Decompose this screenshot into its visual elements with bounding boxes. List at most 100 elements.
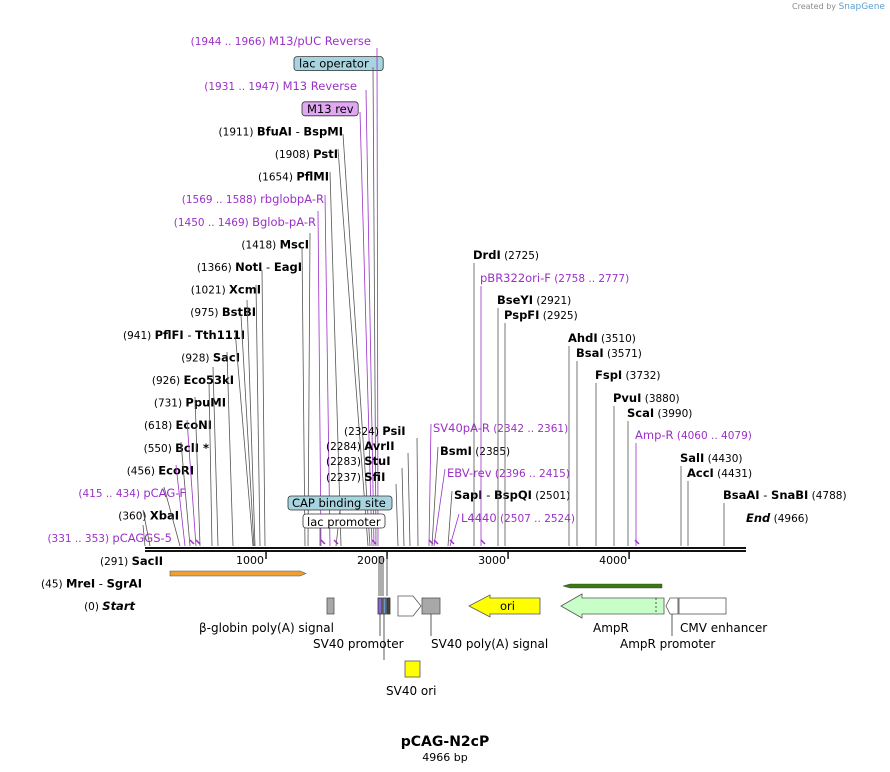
dash: -	[292, 124, 303, 138]
enzyme-label-xcmi: (1021) XcmI	[191, 283, 261, 297]
primer-label-pcaggs: (331 .. 353) pCAGGS-5	[47, 531, 172, 545]
site-position: (1418)	[241, 239, 279, 251]
primer-range: (1450 .. 1469)	[174, 217, 252, 229]
connector-xcmi	[261, 269, 266, 547]
primer-label-pcagf: (415 .. 434) pCAG-F	[78, 486, 186, 500]
enzyme-label-ecori: (456) EcoRI	[127, 463, 194, 477]
connector-saci	[240, 314, 255, 547]
enzyme-label-pvui: PvuI (3880)	[613, 391, 680, 405]
site-position: (3990)	[654, 408, 692, 420]
feature-sv40polya	[421, 597, 441, 615]
enzyme-label-pflmi: (1654) PflMI	[258, 170, 329, 184]
site-name: BclI *	[175, 441, 209, 455]
site-name: SalI	[680, 451, 704, 465]
enzyme-label-econi: (618) EcoNI	[144, 418, 212, 432]
site-name: PvuI	[613, 391, 641, 405]
dash: -	[483, 488, 494, 502]
site-name: XbaI	[150, 509, 179, 523]
connector-bcli	[208, 381, 213, 547]
axis-tick-label: 1000	[236, 554, 264, 567]
primer-name: rbglobpA-R	[260, 192, 324, 206]
ampr-top-arrow	[562, 583, 663, 589]
axis-tick-label: 3000	[478, 554, 506, 567]
primer-range: (1569 .. 1588)	[182, 194, 260, 206]
connector-msci	[307, 232, 311, 547]
site-position: (731)	[154, 398, 186, 410]
enzyme-label-msci: (1418) MscI	[241, 237, 309, 251]
site-name: SacI	[213, 350, 240, 364]
connector-ebv	[433, 468, 446, 547]
connector-xbai	[180, 441, 191, 547]
site-name: SV40pA-R	[433, 421, 490, 435]
site-name: SapI	[454, 488, 483, 502]
site-position: (3571)	[604, 348, 642, 360]
site-name: SacII	[132, 554, 163, 568]
connector-bfuai	[342, 133, 371, 547]
site-position: (1654)	[258, 172, 296, 184]
primer-name: pCAG-F	[143, 486, 186, 500]
dash: -	[184, 328, 195, 342]
enzyme-label-bstbi: (975) BstBI	[190, 305, 256, 319]
site-position: (3732)	[622, 370, 660, 382]
site-name: EBV-rev	[447, 466, 492, 480]
feature-sv40prom	[397, 595, 422, 617]
feature-label-sv40prom: SV40 promoter	[313, 637, 404, 651]
site-name: Eco53kI	[183, 373, 234, 387]
enzyme-label-fspi: FspI (3732)	[595, 368, 660, 382]
feature-box-lacprom	[302, 513, 386, 529]
site-position: (3880)	[641, 393, 679, 405]
enzyme-label-ppumi: (731) PpuMI	[154, 396, 226, 410]
site-position: (45)	[41, 578, 66, 590]
primer-label-pbr322: pBR322ori-F (2758 .. 2777)	[480, 271, 629, 285]
dash: -	[95, 576, 106, 590]
snapgene-brand: SnapGene	[838, 2, 885, 12]
connector-sfii	[395, 483, 399, 547]
site-position: (0)	[84, 601, 102, 613]
enzyme-label-eco53ki: (926) Eco53kI	[152, 373, 234, 387]
enzyme-label-bseyi: BseYI (2921)	[497, 293, 571, 307]
connector-eco53ki	[234, 329, 254, 547]
site-position: (1908)	[275, 149, 313, 161]
site-name: BsmI	[440, 444, 472, 458]
enzyme-label-saci: (928) SacI	[181, 350, 240, 364]
primer-site-rbglob	[333, 539, 339, 545]
connector-avrii	[407, 452, 411, 547]
site-name: ScaI	[627, 406, 654, 420]
site-name: FspI	[595, 368, 622, 382]
primer-label-sv40pa: SV40pA-R (2342 .. 2361)	[433, 421, 568, 435]
site-position: (550)	[144, 443, 176, 455]
primer-name: Bglob-pA-R	[252, 215, 316, 229]
axis-tick-label: 2000	[357, 554, 385, 567]
site-name-2: SnaBI	[771, 488, 808, 502]
enzyme-label-mrei: (45) MreI - SgrAI	[41, 576, 142, 590]
connector-m13rev	[365, 89, 375, 547]
site-name: PflFI	[155, 328, 184, 342]
feature-label-ori: ori	[500, 599, 515, 613]
primer-range: (331 .. 353)	[47, 533, 112, 545]
feature-box-m13revbox	[301, 101, 359, 117]
site-name: EcoNI	[176, 418, 212, 432]
site-name: Amp-R	[635, 428, 674, 442]
site-name: AvrII	[364, 439, 394, 453]
primer-label-ampr: Amp-R (4060 .. 4079)	[635, 428, 752, 442]
site-name: BsaAI	[723, 488, 760, 502]
site-name: PstI	[313, 147, 338, 161]
site-position: (4430)	[704, 453, 742, 465]
connector-sacii	[163, 486, 181, 547]
site-position: (1021)	[191, 285, 229, 297]
feature-box-label-m13revbox: M13 rev	[307, 102, 354, 116]
site-position: (291)	[100, 556, 132, 568]
site-position: (1366)	[197, 262, 235, 274]
connector-start	[142, 524, 146, 547]
enzyme-label-start: (0) Start	[84, 599, 135, 613]
site-name: BseYI	[497, 293, 533, 307]
feature-mini-1	[377, 597, 383, 615]
site-name: PsiI	[382, 424, 405, 438]
connector-m13revbox	[359, 111, 373, 547]
feature-ori	[468, 594, 541, 618]
dash: -	[262, 260, 273, 274]
feature-label-sv40ori: SV40 ori	[386, 684, 437, 698]
feature-amprprom	[665, 597, 679, 615]
site-position: (928)	[181, 352, 213, 364]
enzyme-label-pflfi: (941) PflFI - Tth111I	[123, 328, 245, 342]
